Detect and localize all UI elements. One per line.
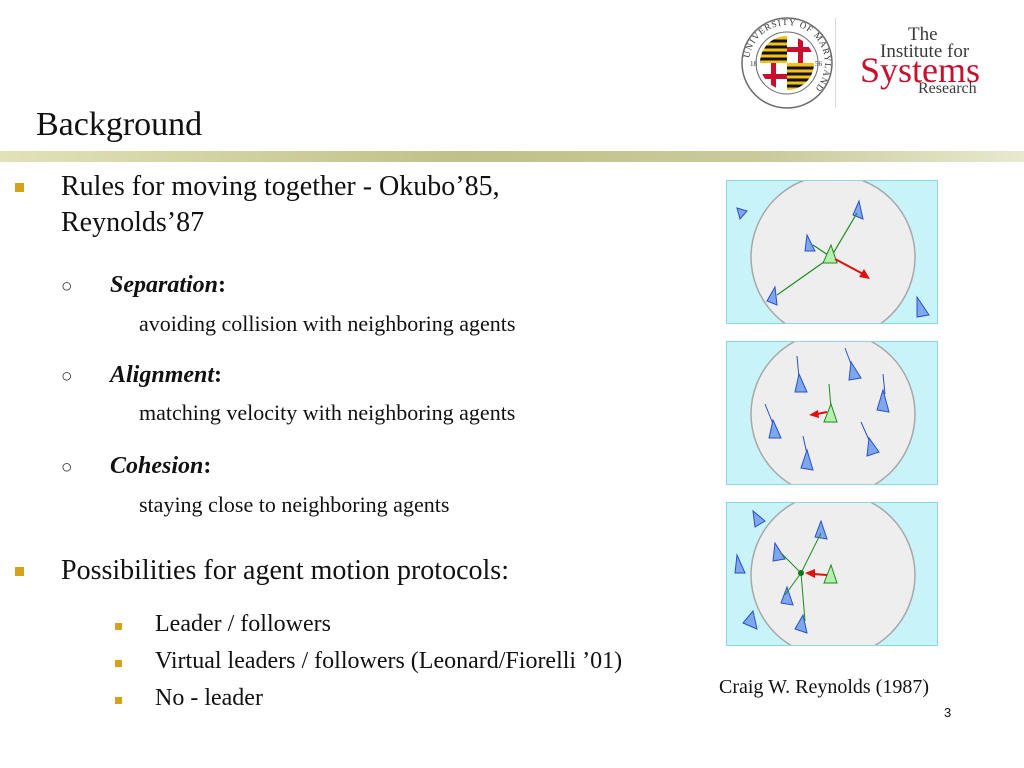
ring-bullet-icon: ○ bbox=[61, 457, 73, 478]
arrow-shaft bbox=[816, 411, 828, 415]
rule-term-text: Alignment bbox=[110, 362, 215, 388]
bullet-marker bbox=[15, 567, 24, 576]
figure-panel-cohesion bbox=[726, 502, 938, 646]
page-number: 3 bbox=[944, 705, 952, 720]
agent-icon bbox=[768, 418, 782, 439]
sub-bullet-marker bbox=[115, 697, 122, 704]
agent-icon bbox=[866, 436, 880, 457]
agent-icon bbox=[876, 388, 890, 413]
protocol-item: No - leader bbox=[155, 685, 263, 711]
rule-colon: : bbox=[214, 362, 223, 388]
sub-bullet-marker bbox=[115, 660, 122, 667]
rule-colon: : bbox=[218, 272, 227, 298]
rule-desc-cohesion: staying close to neighboring agents bbox=[139, 492, 450, 517]
agent-icon bbox=[772, 541, 786, 562]
agent-icon bbox=[752, 509, 766, 528]
neighbor-line bbox=[800, 572, 806, 622]
agent-icon bbox=[742, 609, 758, 630]
umd-year-left: 18 bbox=[750, 60, 758, 68]
neighbor-line bbox=[800, 532, 822, 574]
logo-divider bbox=[835, 18, 836, 108]
arrow-shaft bbox=[834, 258, 866, 276]
page-title: Background bbox=[36, 106, 203, 143]
heading-line bbox=[764, 403, 774, 425]
heading-line bbox=[860, 421, 870, 441]
neighbor-line bbox=[830, 212, 858, 258]
title-rule bbox=[0, 151, 1024, 162]
arrow-head-icon bbox=[805, 569, 815, 578]
arrow-head-icon bbox=[859, 269, 870, 279]
arrow-head-icon bbox=[809, 410, 819, 418]
agent-icon bbox=[804, 233, 816, 252]
isr-logo-line-systems: Systems bbox=[860, 50, 981, 90]
agent-icon bbox=[736, 207, 748, 221]
sub-bullet-marker bbox=[115, 623, 122, 630]
agent-icon bbox=[848, 360, 862, 381]
figure-panel-separation bbox=[726, 180, 938, 324]
agent-icon bbox=[766, 285, 778, 306]
rule-term-text: Separation bbox=[110, 272, 219, 298]
isr-logo-line-institute: Institute for bbox=[880, 41, 970, 62]
protocol-item: Virtual leaders / followers (Leonard/Fio… bbox=[155, 648, 623, 674]
protocol-item: Leader / followers bbox=[155, 611, 331, 637]
umd-logo: UNIVERSITY OF MARYLAND 18 56 bbox=[740, 16, 834, 110]
focal-agent-icon bbox=[823, 402, 838, 423]
umd-year-right: 56 bbox=[815, 60, 823, 68]
rule-desc-separation: avoiding collision with neighboring agen… bbox=[139, 311, 516, 336]
agent-icon bbox=[794, 613, 808, 634]
isr-logo-line-the: The bbox=[908, 24, 938, 45]
rule-term-cohesion: Cohesion: bbox=[110, 453, 211, 480]
heading-line bbox=[844, 347, 852, 365]
rule-desc-alignment: matching velocity with neighboring agent… bbox=[139, 400, 516, 425]
figure-panel-alignment bbox=[726, 341, 938, 485]
agent-icon bbox=[780, 585, 794, 606]
agent-icon bbox=[814, 519, 828, 540]
neighbor-line bbox=[776, 256, 832, 296]
rule-colon: : bbox=[203, 453, 212, 479]
ring-bullet-icon: ○ bbox=[61, 366, 73, 387]
neighbor-line bbox=[784, 572, 802, 596]
figure-caption: Craig W. Reynolds (1987) bbox=[719, 676, 929, 698]
focal-agent-icon bbox=[822, 243, 838, 264]
bullet-rules-line1: Rules for moving together - Okubo’85, bbox=[61, 171, 500, 202]
bullet-protocols: Possibilities for agent motion protocols… bbox=[61, 555, 509, 586]
agent-icon bbox=[794, 372, 808, 393]
ring-bullet-icon: ○ bbox=[61, 276, 73, 297]
rule-term-separation: Separation: bbox=[110, 272, 226, 299]
isr-logo: The Institute for Systems Research bbox=[858, 20, 1004, 104]
rule-term-text: Cohesion bbox=[110, 453, 204, 479]
agent-icon bbox=[734, 553, 746, 574]
rule-term-alignment: Alignment: bbox=[110, 362, 222, 389]
bullet-rules-line2: Reynolds’87 bbox=[61, 207, 205, 238]
heading-line bbox=[882, 373, 886, 395]
isr-logo-line-research: Research bbox=[918, 80, 977, 97]
agent-icon bbox=[800, 448, 814, 471]
neighbor-line bbox=[780, 552, 802, 574]
bullet-marker bbox=[15, 183, 24, 192]
agent-icon bbox=[916, 295, 930, 318]
arrow-shaft bbox=[812, 573, 828, 576]
focal-agent-icon bbox=[823, 563, 838, 584]
centroid-dot bbox=[798, 570, 804, 576]
